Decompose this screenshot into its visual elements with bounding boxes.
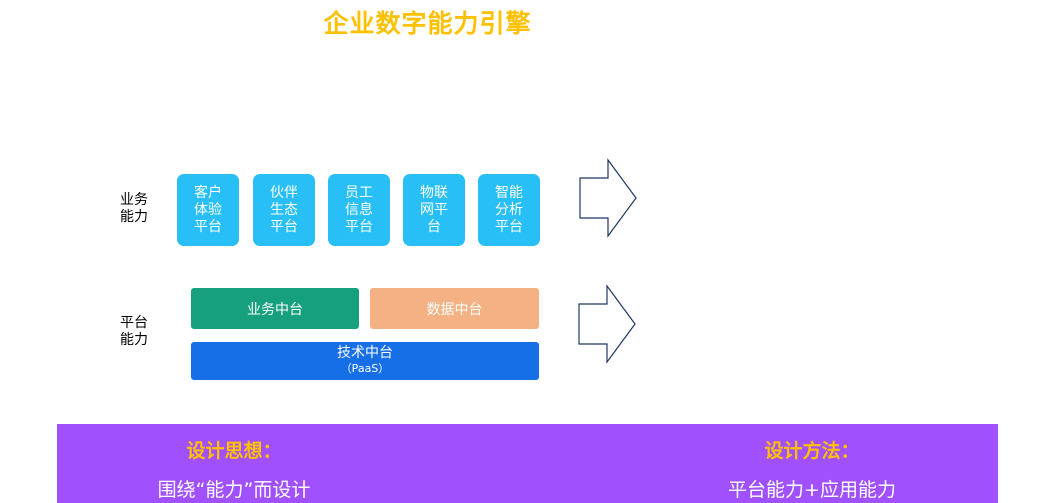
- page-title: 企业数字能力引擎: [323, 9, 532, 38]
- business-box-label: 智能分析平台: [495, 184, 523, 235]
- business-box-label: 员工信息平台: [345, 184, 373, 235]
- row-label-platform: 平台 能力: [120, 315, 148, 349]
- design-method-title: 设计方法：: [764, 440, 860, 462]
- right-arrow-business: [579, 158, 637, 238]
- business-box-label: 客户体验平台: [194, 184, 222, 235]
- business-box-label: 物联网平台: [420, 184, 448, 235]
- business-box-customer: 客户体验平台: [177, 174, 239, 246]
- business-box-partner: 伙伴生态平台: [253, 174, 315, 246]
- design-thinking-text: 围绕“能力”而设计: [157, 479, 311, 501]
- right-arrow-platform: [578, 284, 636, 364]
- right-arrow-shape: [578, 284, 636, 364]
- business-box-employee: 员工信息平台: [328, 174, 390, 246]
- row-label-platform-line1: 平台: [120, 315, 148, 331]
- data-middle-platform-label: 数据中台: [426, 301, 483, 318]
- row-label-business-line1: 业务: [120, 192, 148, 208]
- design-method-text: 平台能力+应用能力: [728, 479, 896, 501]
- row-label-business-line2: 能力: [120, 209, 148, 225]
- business-middle-platform-label: 业务中台: [247, 301, 303, 318]
- business-box-iot: 物联网平台: [403, 174, 465, 246]
- row-label-business: 业务 能力: [120, 192, 148, 226]
- tech-middle-platform-label: 技术中台: [337, 345, 393, 361]
- data-middle-platform-box: 数据中台: [370, 288, 539, 329]
- business-box-label: 伙伴生态平台: [270, 184, 298, 235]
- business-middle-platform-box: 业务中台: [191, 288, 359, 329]
- design-thinking-title: 设计思想：: [186, 440, 282, 462]
- row-label-platform-line2: 能力: [120, 332, 148, 348]
- design-band: 设计思想： 围绕“能力”而设计 设计方法： 平台能力+应用能力: [57, 424, 998, 503]
- business-box-analytics: 智能分析平台: [478, 174, 540, 246]
- tech-middle-platform-box: 技术中台 （PaaS）: [191, 342, 539, 380]
- tech-middle-platform-sublabel: （PaaS）: [340, 362, 390, 375]
- right-arrow-shape: [579, 158, 637, 238]
